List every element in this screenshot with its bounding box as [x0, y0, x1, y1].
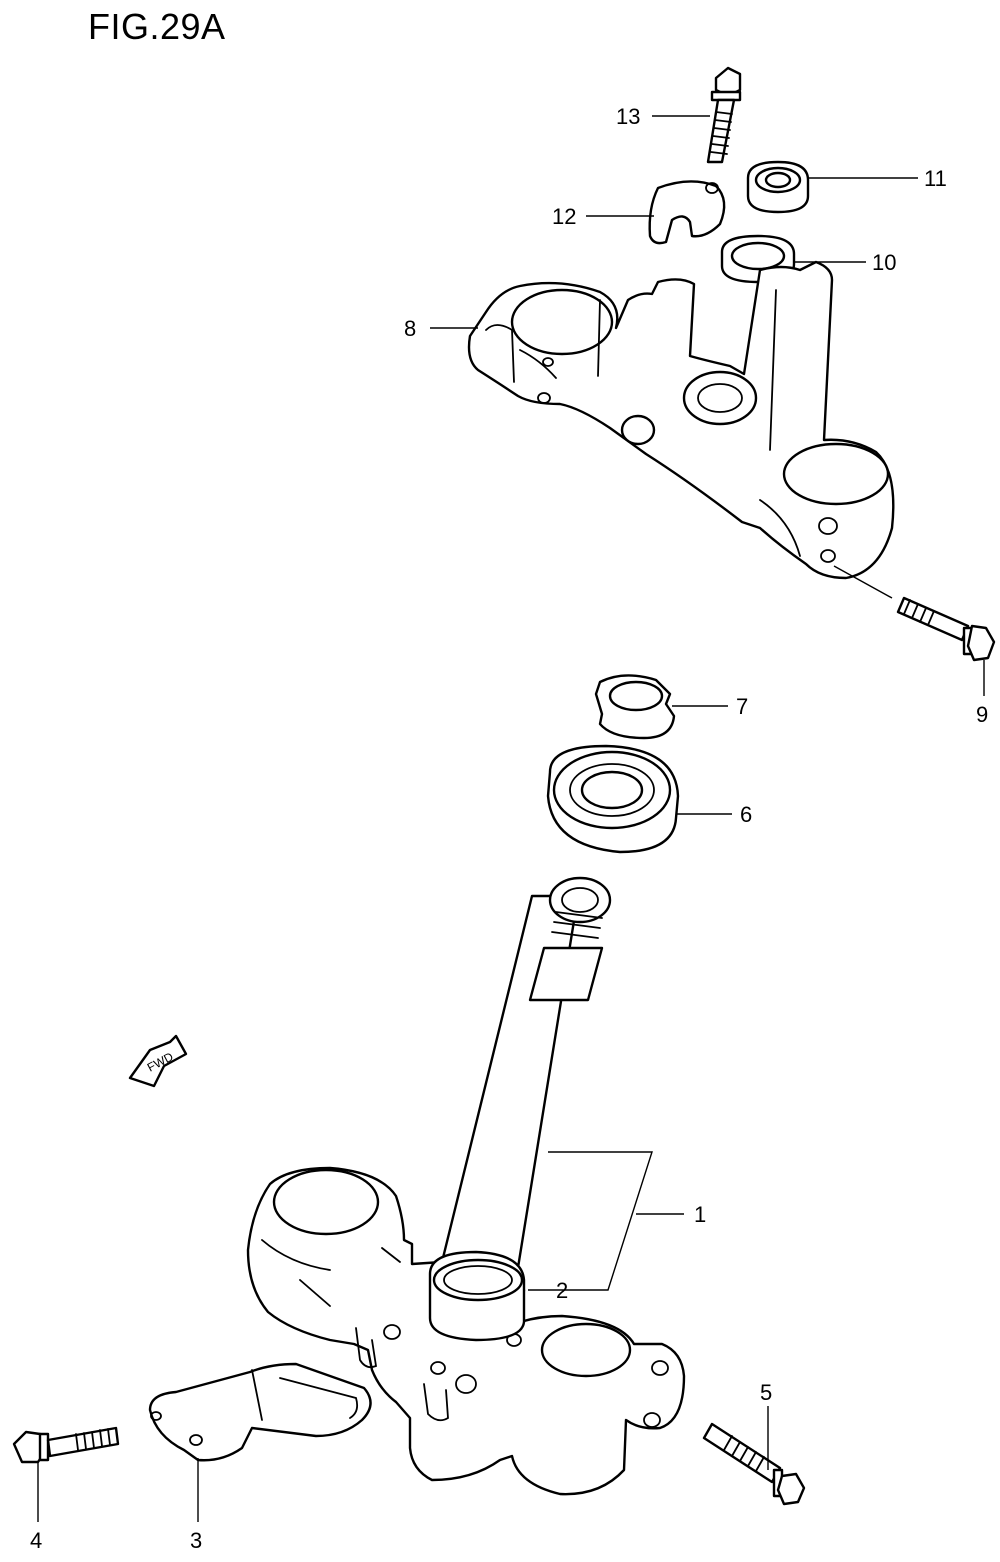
part-3-bracket[interactable] [148, 1362, 372, 1462]
leader-lines [37, 115, 985, 1522]
callout-3: 3 [190, 1528, 202, 1553]
callout-10: 10 [872, 250, 896, 275]
callout-12: 12 [552, 204, 576, 229]
part-13-bolt[interactable] [706, 66, 742, 164]
callout-8: 8 [404, 316, 416, 341]
part-2-seal[interactable] [428, 1250, 526, 1342]
part-11-nut[interactable] [746, 160, 810, 214]
part-9-bolt[interactable] [896, 596, 996, 662]
callout-11: 11 [924, 166, 947, 191]
part-1-steering-stem[interactable] [246, 876, 686, 1496]
callout-1: 1 [694, 1202, 706, 1227]
callout-9: 9 [976, 702, 988, 727]
callout-6: 6 [740, 802, 752, 827]
callout-13: 13 [616, 104, 640, 129]
part-7-lock-nut[interactable] [594, 674, 676, 740]
callout-5: 5 [760, 1380, 772, 1405]
part-12-clamp[interactable] [648, 180, 726, 245]
figure-title: FIG.29A [88, 6, 226, 47]
callout-numbers: 13 11 12 10 8 9 7 6 1 2 5 3 4 [30, 104, 988, 1553]
part-6-bearing[interactable] [546, 744, 680, 854]
callout-4: 4 [30, 1528, 42, 1553]
part-5-bolt[interactable] [702, 1422, 806, 1506]
callout-7: 7 [736, 694, 748, 719]
fwd-arrow-icon: FWD [128, 1034, 188, 1088]
callout-2: 2 [556, 1278, 568, 1303]
part-4-bolt[interactable] [12, 1426, 120, 1464]
part-8-upper-bracket[interactable] [467, 260, 895, 580]
